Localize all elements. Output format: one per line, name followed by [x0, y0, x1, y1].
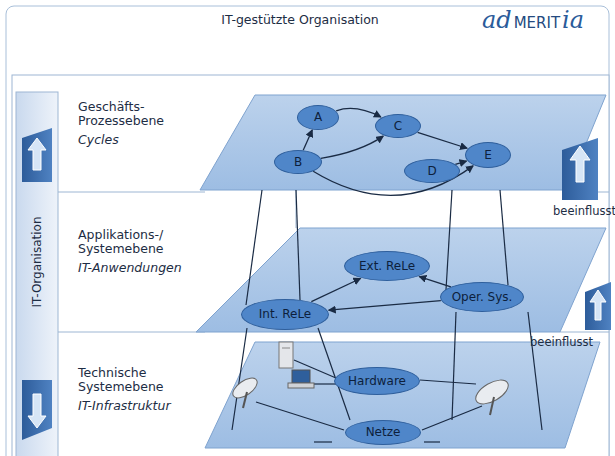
layer-label: Applikations-/ Systemebene: [78, 228, 198, 257]
logo-text: ia: [562, 6, 584, 34]
org-band: [16, 92, 58, 456]
band-label: IT-Organisation: [31, 216, 45, 307]
layer-subtitle: Cycles: [78, 133, 198, 147]
flow-arrow: [303, 130, 312, 150]
flow-arrow: [336, 108, 381, 117]
node-text: D: [427, 164, 436, 178]
up-arrow-box: [22, 128, 52, 182]
logo-text: MERIT: [512, 14, 562, 32]
laptop-icon: [292, 370, 310, 383]
down-arrow: [28, 394, 46, 428]
server-icon: [279, 342, 293, 368]
influence-arrow: [570, 146, 590, 182]
infrastructure-plane: [205, 342, 600, 448]
content-panel: [12, 75, 609, 456]
node-text: Netze: [366, 425, 401, 439]
node-text: Hardware: [348, 374, 406, 388]
process-ellipse: B: [274, 150, 322, 174]
flow-arrow: [419, 277, 450, 287]
process-ellipse: E: [465, 142, 511, 168]
process-ellipse: C: [375, 114, 421, 138]
layer-label: beeinflusst: [530, 336, 593, 349]
diagram-title: IT-gestützte Organisation: [160, 13, 440, 27]
process-ellipse: Hardware: [334, 367, 420, 395]
row-divider: [58, 192, 205, 193]
flow-arrow: [321, 136, 383, 158]
process-ellipse: A: [297, 105, 339, 130]
logo: adMERITia: [482, 6, 584, 34]
layer-label: Geschäfts- Prozessebene: [78, 100, 198, 129]
process-ellipse: Netze: [345, 420, 421, 445]
node-text: Oper. Sys.: [452, 290, 513, 304]
process-plane: [200, 95, 606, 190]
flow-arrow: [311, 278, 360, 301]
node-text: Ext. ReLe: [359, 259, 415, 273]
layer-subtitle: IT-Anwendungen: [78, 261, 198, 275]
flow-arrow: [418, 132, 467, 148]
flow-arrow: [455, 161, 466, 164]
up-arrow: [28, 138, 46, 170]
process-ellipse: Oper. Sys.: [440, 282, 525, 312]
application-plane: [196, 228, 606, 332]
logo-text: ad: [482, 6, 512, 34]
node-text: B: [294, 155, 302, 169]
process-ellipse: Int. ReLe: [241, 299, 329, 330]
process-ellipse: D: [404, 159, 460, 183]
node-text: E: [484, 148, 492, 162]
node-text: Int. ReLe: [259, 307, 312, 321]
plane-links: [232, 190, 542, 430]
flow-arrow: [329, 301, 441, 311]
layer-subtitle: IT-Infrastruktur: [78, 399, 198, 413]
influence-arrow-box: [585, 282, 611, 330]
outer-frame: [6, 6, 609, 456]
layer-label: beeinflusst: [553, 205, 615, 218]
influence-arrow-box: [562, 138, 598, 200]
layer-label: Technische Systemebene: [78, 366, 198, 395]
down-arrow-box: [22, 380, 52, 440]
node-text: C: [394, 119, 402, 133]
process-ellipse: Ext. ReLe: [344, 251, 430, 281]
node-text: A: [314, 110, 322, 124]
infrastructure-icons: [230, 342, 513, 442]
row-divider: [560, 332, 609, 333]
influence-arrow: [590, 290, 606, 320]
row-divider: [58, 332, 205, 333]
